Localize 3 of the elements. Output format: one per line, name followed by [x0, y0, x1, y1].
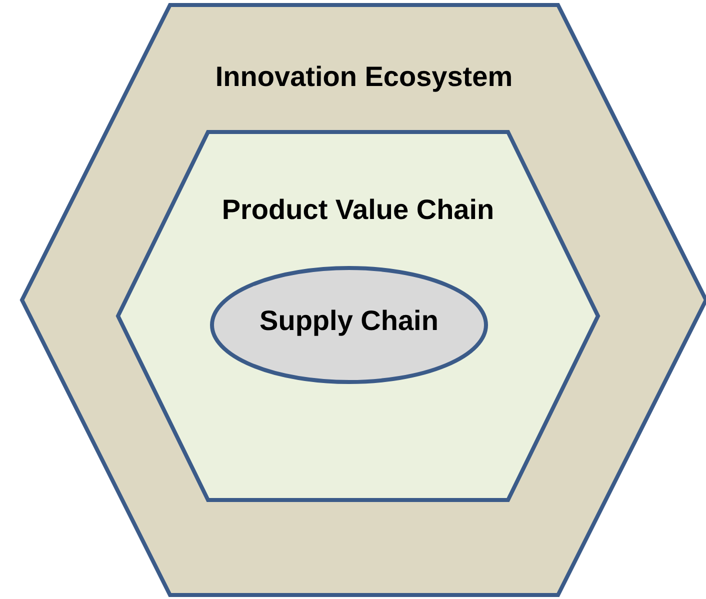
layer-label: Product Value Chain [220, 194, 496, 226]
layer-label: Innovation Ecosystem [214, 61, 514, 93]
layer-label: Supply Chain [258, 305, 440, 337]
